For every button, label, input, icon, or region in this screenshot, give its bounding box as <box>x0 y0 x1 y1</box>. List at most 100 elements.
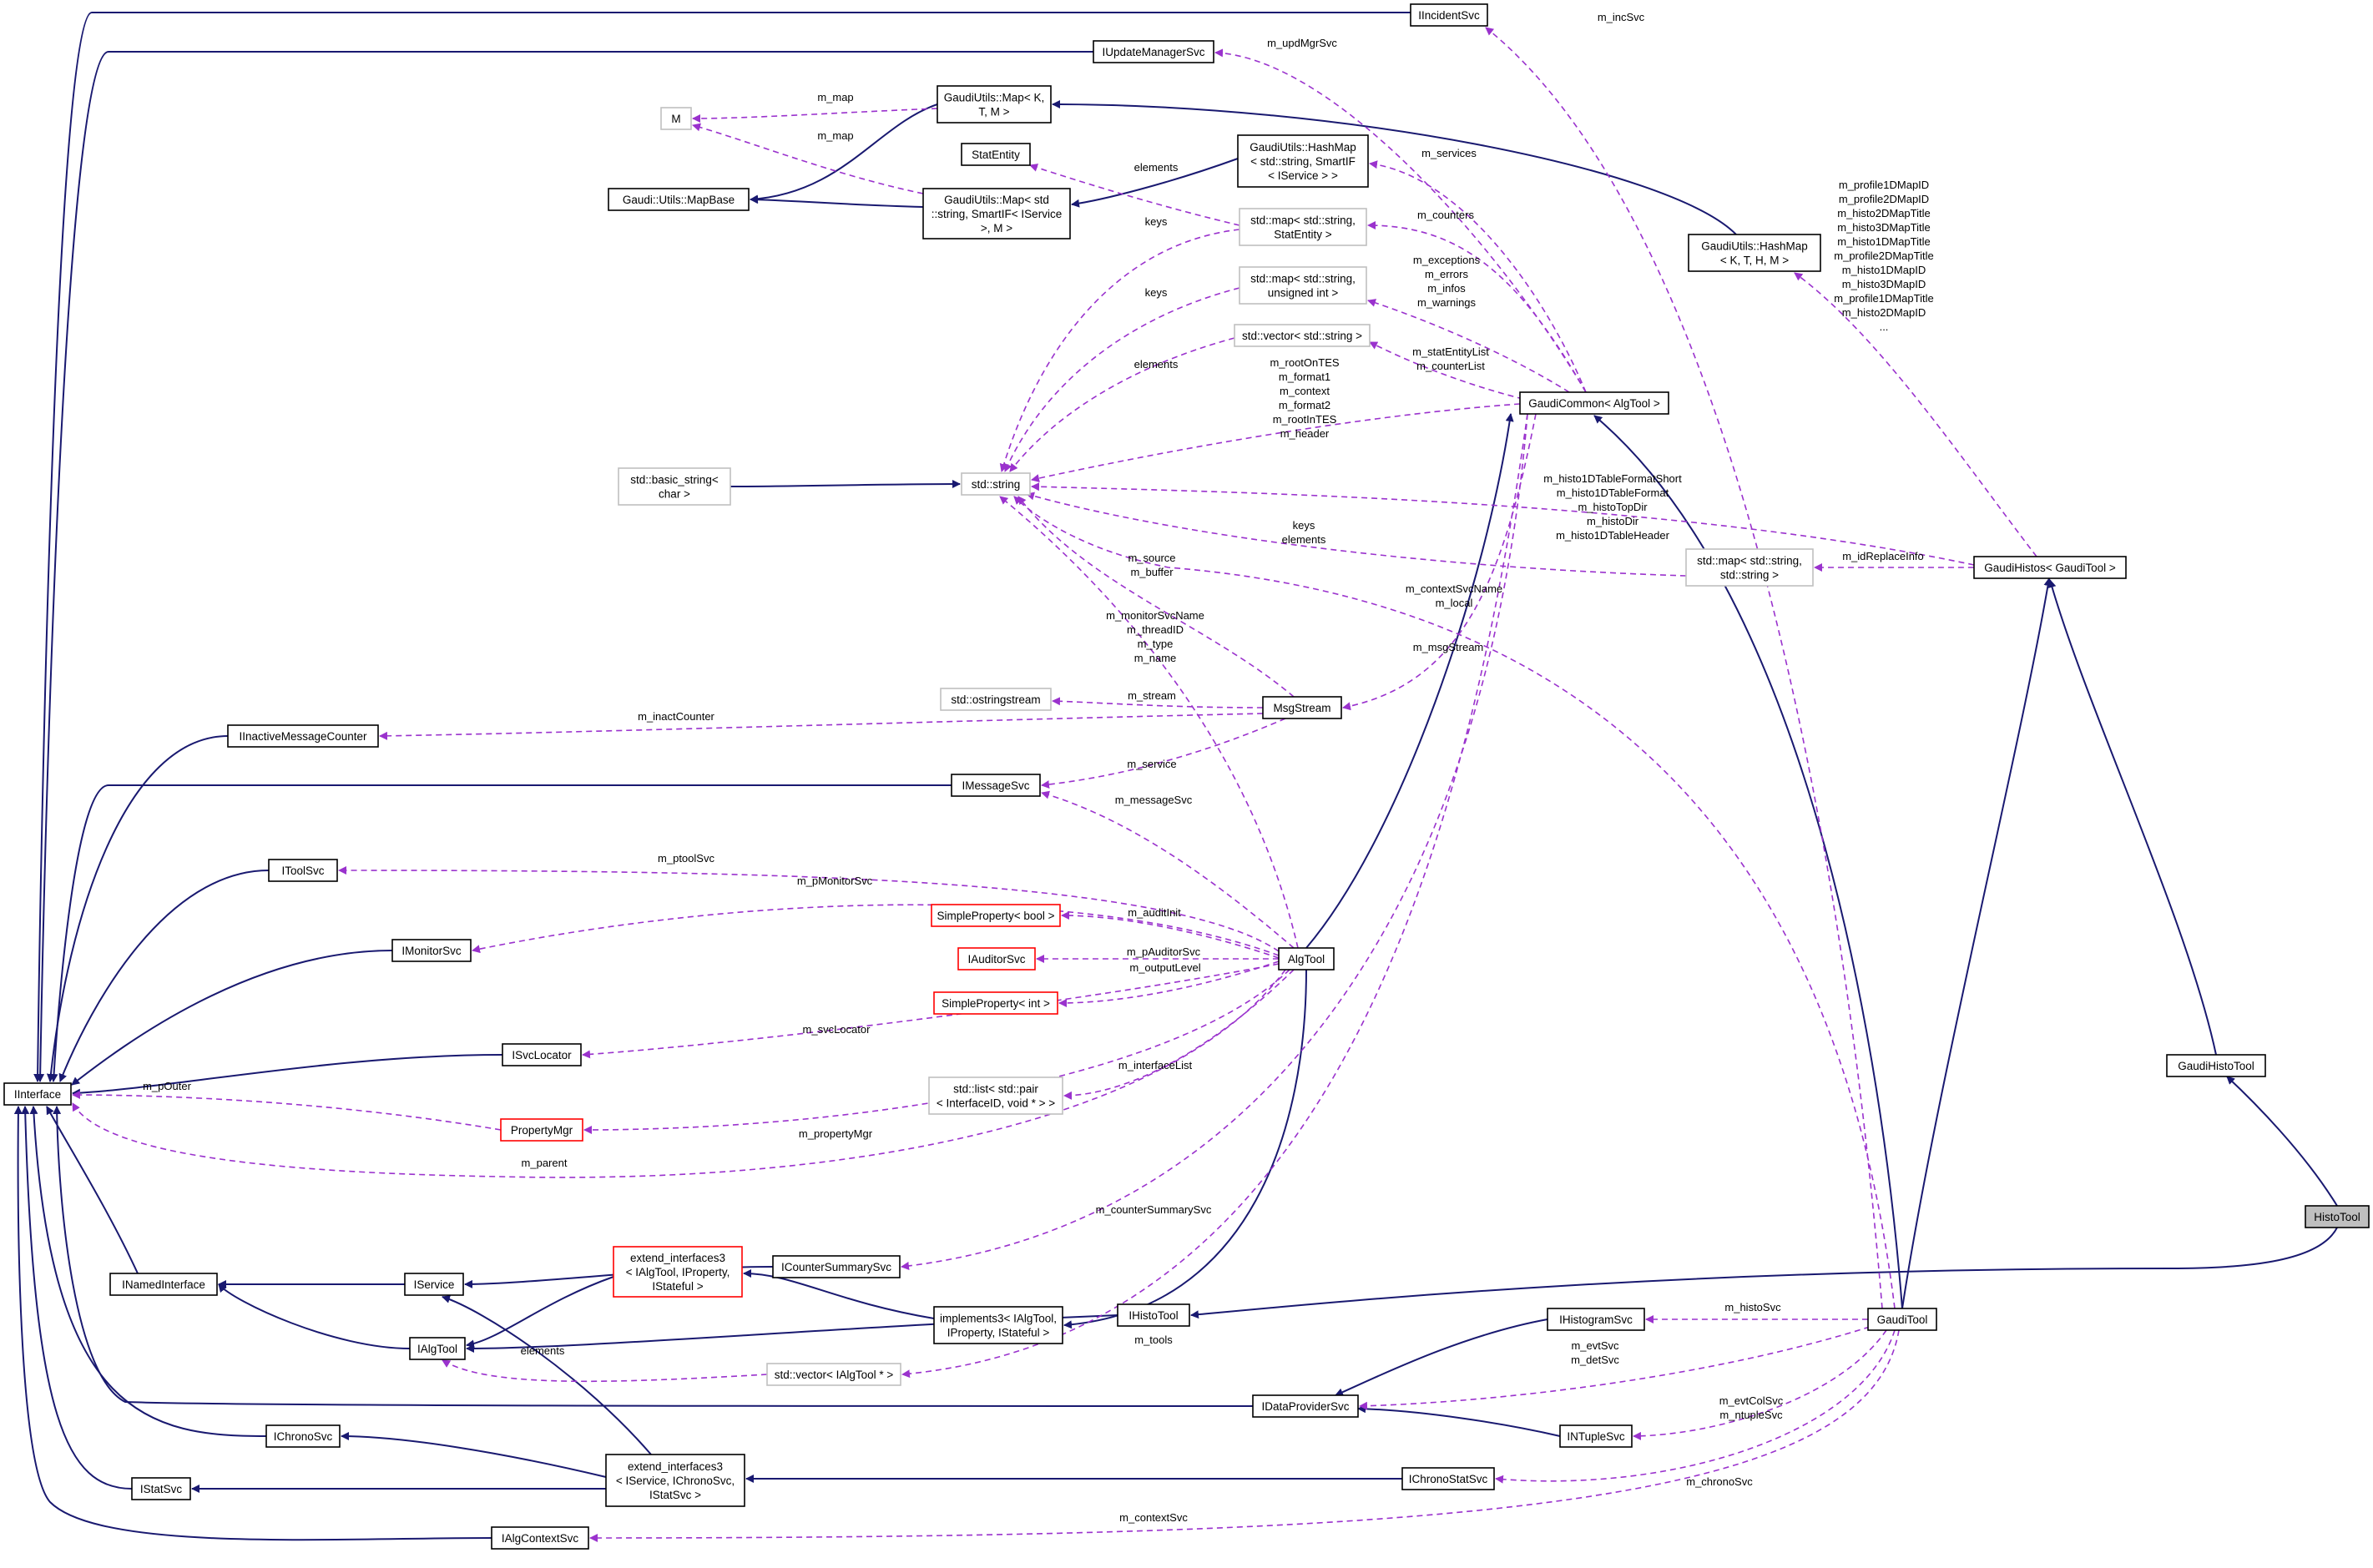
node-box <box>928 1076 1063 1115</box>
edge-label-line: m_exceptions <box>1413 254 1481 266</box>
edge-elements3 <box>442 1359 768 1383</box>
node-box <box>1117 1303 1190 1327</box>
edge-monitorsvcname <box>999 496 1299 949</box>
node-simplepropertybool[interactable]: SimpleProperty< bool > <box>931 904 1061 927</box>
node-intuplesvc[interactable]: INTupleSvc <box>1559 1424 1633 1448</box>
node-gaudiutilsmapktm[interactable]: GaudiUtils::Map< K,T, M > <box>937 85 1052 124</box>
node-isvclocator[interactable]: ISvcLocator <box>502 1043 582 1066</box>
node-ichronosvc[interactable]: IChronoSvc <box>265 1424 341 1448</box>
edge-keys1 <box>999 229 1240 472</box>
edge-label-line: m_evtSvc <box>1571 1339 1619 1352</box>
node-ihistogramsvc[interactable]: IHistogramSvc <box>1547 1308 1645 1331</box>
edge-label-inactcounter: m_inactCounter <box>638 710 714 723</box>
node-box <box>1093 40 1214 63</box>
node-msgstream[interactable]: MsgStream <box>1262 696 1342 719</box>
node-hashmapkthm[interactable]: GaudiUtils::HashMap< K, T, H, M > <box>1688 234 1821 272</box>
node-box <box>957 947 1036 971</box>
node-box <box>605 1454 745 1507</box>
node-ichronostatsvc[interactable]: IChronoStatSvc <box>1401 1467 1495 1490</box>
edge-ialgtool-inamed <box>218 1283 411 1349</box>
node-box <box>268 859 338 882</box>
edge-label-pmonitorsvc: m_pMonitorSvc <box>797 875 873 887</box>
node-iauditorsvc[interactable]: IAuditorSvc <box>957 947 1036 971</box>
node-statentity[interactable]: StatEntity <box>961 143 1031 166</box>
node-box <box>265 1424 341 1448</box>
node-label: GaudiHistos< GaudiTool > <box>1984 562 2116 574</box>
edge-label-line: m_counterSummarySvc <box>1096 1203 1212 1216</box>
node-vectorialgtool[interactable]: std::vector< IAlgTool * > <box>766 1363 901 1386</box>
node-mapstringstring[interactable]: std::map< std::string,std::string > <box>1685 548 1814 587</box>
node-label: IService <box>414 1278 455 1291</box>
node-box <box>500 1118 583 1142</box>
node-mapstringuint[interactable]: std::map< std::string,unsigned int > <box>1239 266 1367 305</box>
node-imonitorsvc[interactable]: IMonitorSvc <box>391 939 472 962</box>
node-gaudiutilsmapbase[interactable]: Gaudi::Utils::MapBase <box>608 188 750 211</box>
node-iupdatemanagersvc[interactable]: IUpdateManagerSvc <box>1093 40 1214 63</box>
node-itoolsvc[interactable]: IToolSvc <box>268 859 338 882</box>
edge-label-line: m_counterList <box>1416 360 1485 372</box>
node-extendinterfacesalgtool[interactable]: extend_interfaces3< IAlgTool, IProperty,… <box>613 1246 743 1298</box>
node-label: IHistogramSvc <box>1559 1313 1633 1326</box>
edge-elements2 <box>1009 337 1235 472</box>
node-istatsvc[interactable]: IStatSvc <box>131 1477 191 1500</box>
node-box <box>1239 266 1367 305</box>
node-label: std::map< std::string, <box>1250 273 1356 285</box>
node-label: implements3< IAlgTool, <box>940 1313 1057 1325</box>
node-hashmapsmartif[interactable]: GaudiUtils::HashMap< std::string, SmartI… <box>1237 134 1369 188</box>
node-gaudihistosgauditool[interactable]: GaudiHistos< GaudiTool > <box>1973 556 2127 579</box>
node-extendinterfacesservice[interactable]: extend_interfaces3< IService, IChronoSvc… <box>605 1454 745 1507</box>
node-gauditool[interactable]: GaudiTool <box>1867 1308 1937 1331</box>
node-inamedinterface[interactable]: INamedInterface <box>109 1273 218 1296</box>
edge-stream <box>1052 697 1264 708</box>
node-imessagesvc[interactable]: IMessageSvc <box>951 774 1041 797</box>
node-m[interactable]: M <box>660 107 692 130</box>
edge-outputlevel <box>1058 960 1280 1007</box>
node-histotool[interactable]: HistoTool <box>2305 1205 2370 1228</box>
node-label: IProperty, IStateful > <box>947 1327 1050 1339</box>
node-iinactivemessagecounter[interactable]: IInactiveMessageCounter <box>227 724 379 748</box>
node-iincidentsvc[interactable]: IIncidentSvc <box>1410 3 1488 27</box>
node-algtool[interactable]: AlgTool <box>1278 947 1335 971</box>
node-idataprovidersvc[interactable]: IDataProviderSvc <box>1252 1394 1359 1418</box>
node-label: IAuditorSvc <box>967 953 1025 966</box>
node-propertymgr[interactable]: PropertyMgr <box>500 1118 583 1142</box>
edge-label-line: keys <box>1145 215 1168 228</box>
node-label: IAlgTool <box>417 1343 457 1355</box>
edge-profile <box>1794 272 2037 557</box>
edge-label-pouter: m_pOuter <box>143 1080 191 1092</box>
edge-extendsvc-iservice <box>442 1294 652 1455</box>
node-ialgtool[interactable]: IAlgTool <box>409 1337 466 1360</box>
node-gaudihistotool[interactable]: GaudiHistoTool <box>2166 1054 2266 1077</box>
edge-label-histosvc: m_histoSvc <box>1724 1301 1781 1313</box>
node-box <box>961 472 1031 496</box>
edge-label-parent: m_parent <box>522 1157 568 1169</box>
node-label: PropertyMgr <box>511 1124 573 1137</box>
edge-msgstream <box>1342 413 1537 711</box>
edge-label-line: m_ptoolSvc <box>658 852 714 865</box>
edge-label-line: keys <box>1145 286 1168 299</box>
node-icountersummarysvc[interactable]: ICounterSummarySvc <box>772 1255 901 1278</box>
node-label: GaudiUtils::HashMap <box>1701 240 1808 253</box>
node-mapstringstatentity[interactable]: std::map< std::string,StatEntity > <box>1239 208 1367 246</box>
node-listpair[interactable]: std::list< std::pair< InterfaceID, void … <box>928 1076 1063 1115</box>
node-ihistotool[interactable]: IHistoTool <box>1117 1303 1190 1327</box>
node-ialgcontextsvc[interactable]: IAlgContextSvc <box>491 1526 589 1550</box>
node-gaudicommonalgtool[interactable]: GaudiCommon< AlgTool > <box>1519 391 1669 415</box>
edge-ihistogramsvc-idataprovider <box>1335 1318 1548 1396</box>
edge-label-line: m_context <box>1280 385 1330 397</box>
edge-label-pauditorsvc: m_pAuditorSvc <box>1127 945 1201 958</box>
node-implements3[interactable]: implements3< IAlgTool, IProperty, IStatef… <box>933 1306 1063 1344</box>
node-basicstring[interactable]: std::basic_string<char > <box>618 467 731 506</box>
node-label: >, M > <box>981 222 1012 234</box>
node-iinterface[interactable]: IInterface <box>3 1082 72 1106</box>
edge-contextsvcname <box>1013 496 1896 1309</box>
node-gaudiutilsmapstd[interactable]: GaudiUtils::Map< std::string, SmartIF< I… <box>922 188 1071 239</box>
node-stdstring[interactable]: std::string <box>961 472 1031 496</box>
node-box <box>1559 1424 1633 1448</box>
node-simplepropertyint[interactable]: SimpleProperty< int > <box>933 991 1058 1015</box>
node-iservice[interactable]: IService <box>404 1273 464 1296</box>
node-ostringstream[interactable]: std::ostringstream <box>940 688 1052 711</box>
node-label: < InterfaceID, void * > > <box>937 1097 1055 1110</box>
node-vectorstring[interactable]: std::vector< std::string > <box>1234 324 1371 347</box>
edge-label-line: m_rootOnTES <box>1270 356 1339 369</box>
